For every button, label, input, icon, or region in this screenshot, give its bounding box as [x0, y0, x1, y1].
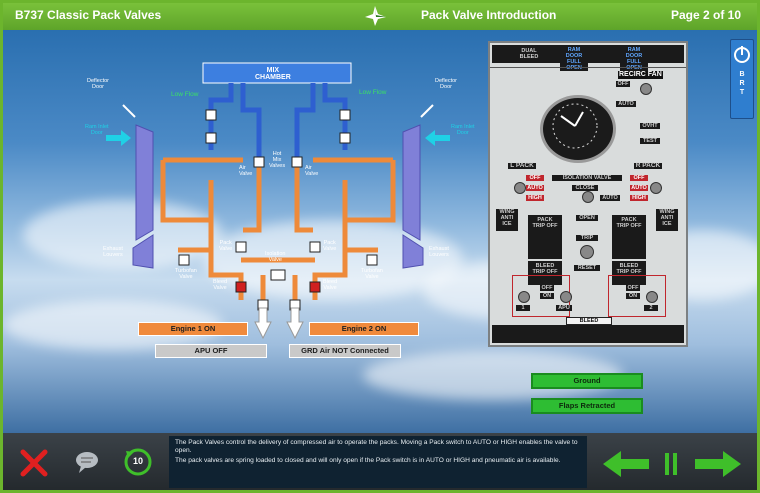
brt-label: B R T [739, 71, 745, 96]
deflector-door-right-label: Deflector Door [435, 78, 458, 90]
apu-bleed-off-label: OFF [540, 285, 554, 291]
air-valve-right-label: Air Valve [305, 165, 319, 177]
r-pack-off-label: OFF [630, 175, 648, 181]
isolation-valve-switch[interactable] [582, 191, 594, 203]
apu-bleed-on-label: ON [540, 293, 554, 299]
isolation-valve-label: Isolation Valve [265, 251, 286, 263]
pack-valve-right-label: Pack Valve [323, 240, 337, 252]
mix-chamber-box [202, 62, 352, 84]
exhaust-louvers-left-label: Exhaust Louvers [103, 246, 123, 258]
page-indicator: Page 2 of 10 [671, 8, 742, 22]
airplane-logo-icon [365, 6, 386, 26]
bleed2-switch[interactable] [646, 291, 658, 303]
recirc-fan-label: RECIRC FAN [618, 71, 663, 79]
r-pack-label: R PACK [634, 162, 662, 169]
hot-mix-valves-label: Hot Mix Valves [269, 151, 286, 169]
trip-reset-button[interactable] [580, 245, 594, 259]
back-arrow-icon[interactable] [601, 449, 651, 479]
trip-label: TRIP [576, 235, 598, 241]
bleed2-label: 2 [644, 305, 658, 311]
low-flow-left-label: Low Flow [171, 91, 199, 98]
l-pack-label: L PACK [508, 162, 536, 169]
grd-air-button[interactable]: GRD Air NOT Connected [289, 344, 401, 358]
ground-button[interactable]: Ground [531, 373, 643, 389]
eng2-bleed-off-label: OFF [626, 285, 640, 291]
overhead-panel: DUAL BLEED RAM DOOR FULL OPEN RAM DOOR F… [488, 41, 688, 347]
air-valve-left-label: Air Valve [239, 165, 253, 177]
mix-chamber-label: MIX CHAMBER [255, 67, 291, 81]
l-pack-off-label: OFF [526, 175, 544, 181]
isolation-valve-label: ISOLATION VALVE [552, 175, 622, 181]
deflector-door-left-label: Deflector Door [87, 78, 110, 90]
recirc-auto-label: AUTO [616, 101, 636, 107]
r-pack-auto-label: AUTO [630, 185, 648, 191]
recirc-fan-switch[interactable] [640, 83, 652, 95]
l-pack-auto-label: AUTO [526, 185, 544, 191]
wing-anti-ice-left: WING ANTI ICE [496, 209, 518, 231]
r-pack-high-label: HIGH [630, 195, 648, 201]
pack-valve-left-label: Pack Valve [219, 240, 233, 252]
reset-label: RESET [574, 265, 600, 271]
screen-title: Pack Valve Introduction [421, 8, 557, 22]
test-label: TEST [640, 138, 660, 144]
apu-bleed-switch[interactable] [560, 291, 572, 303]
bleed-trip-off-right: BLEED TRIP OFF [612, 261, 646, 285]
apu-label: APU [556, 305, 572, 311]
bleed1-label: 1 [516, 305, 530, 311]
replay-button[interactable]: 10 [123, 447, 153, 477]
exhaust-louvers-right-label: Exhaust Louvers [429, 246, 449, 258]
flaps-retracted-button[interactable]: Flaps Retracted [531, 398, 643, 414]
recirc-off-label: OFF [616, 81, 630, 87]
turbofan-right-label: Turbofan Valve [361, 268, 383, 280]
isolation-open-label: OPEN [576, 215, 598, 221]
pack-trip-off-right: PACK TRIP OFF [612, 215, 646, 259]
ovht-label: OVHT [640, 123, 660, 129]
wing-anti-ice-right: WING ANTI ICE [656, 209, 678, 231]
comment-icon[interactable] [73, 449, 101, 475]
ram-inlet-right-label: Ram Inlet Door [451, 124, 475, 136]
engine2-button[interactable]: Engine 2 ON [309, 322, 419, 336]
duct-pressure-gauge [540, 95, 616, 163]
l-pack-switch[interactable] [514, 182, 526, 194]
eng2-bleed-on-label: ON [626, 293, 640, 299]
next-arrow-icon[interactable] [693, 449, 743, 479]
replay-counter: 10 [132, 456, 143, 466]
brt-button[interactable]: B R T [730, 39, 754, 119]
power-icon [734, 46, 750, 63]
turbofan-left-label: Turbofan Valve [175, 268, 197, 280]
apu-button[interactable]: APU OFF [155, 344, 267, 358]
r-pack-switch[interactable] [650, 182, 662, 194]
pack-trip-off-left: PACK TRIP OFF [528, 215, 562, 259]
narration-box: The Pack Valves control the delivery of … [169, 436, 587, 488]
close-icon[interactable] [17, 446, 51, 480]
engine1-button[interactable]: Engine 1 ON [138, 322, 248, 336]
dual-bleed-light: DUAL BLEED [516, 48, 542, 60]
bleed1-switch[interactable] [518, 291, 530, 303]
bleed-valve-left-label: Bleed Valve [213, 279, 228, 291]
pack-valve-diagram [106, 62, 450, 340]
isolation-auto-label: AUTO [600, 195, 620, 201]
info-line-2: The pack valves are spring loaded to clo… [175, 456, 561, 464]
l-pack-high-label: HIGH [526, 195, 544, 201]
course-title: B737 Classic Pack Valves [15, 8, 162, 22]
info-line-1: The Pack Valves control the delivery of … [175, 439, 578, 455]
bleed-trip-off-left: BLEED TRIP OFF [528, 261, 562, 285]
header-bar: B737 Classic Pack Valves Pack Valve Intr… [3, 3, 757, 30]
replay-icon [124, 448, 152, 476]
pause-icon[interactable] [663, 451, 679, 477]
isolation-close-label: CLOSE [572, 185, 598, 191]
bottom-annunciator-strip [492, 325, 684, 343]
bleed-switch-group-right [608, 275, 666, 317]
low-flow-right-label: Low Flow [359, 89, 387, 96]
bleed-label: BLEED [566, 317, 612, 325]
ram-inlet-left-label: Ram Inlet Door [85, 124, 109, 136]
bleed-valve-right-label: Bleed Valve [323, 279, 338, 291]
